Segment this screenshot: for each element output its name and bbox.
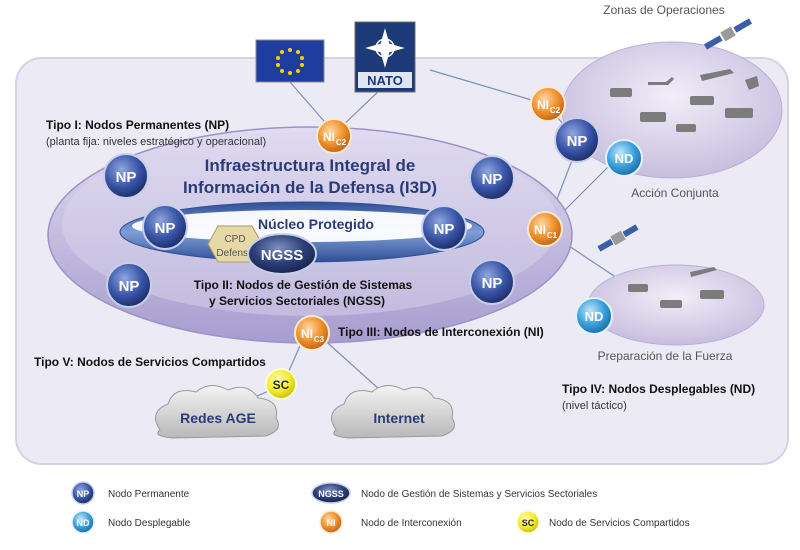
cloud-redes-age: Redes AGE — [155, 385, 279, 439]
np-label: NP — [116, 169, 137, 186]
tipo4-title: Tipo IV: Nodos Desplegables (ND) — [562, 382, 755, 396]
cpd-label-1: CPD — [224, 234, 245, 245]
ngss-label: NGSS — [261, 247, 304, 264]
ngss-node: NGSS — [247, 233, 317, 275]
nd-label: ND — [585, 309, 604, 324]
eu-flag — [255, 39, 325, 83]
np-node-5: NP — [106, 262, 152, 308]
cpd-label-2: Defensa — [216, 248, 254, 259]
np-label: NP — [434, 221, 455, 238]
ni-sub-c2: C2 — [336, 138, 347, 147]
ni-label: NI — [534, 223, 546, 237]
legend: NP Nodo Permanente ND Nodo Desplegable N… — [71, 481, 690, 534]
np-node-2: NP — [469, 155, 515, 201]
legend-item-np: NP Nodo Permanente — [71, 481, 190, 505]
ni-label: NI — [323, 130, 335, 144]
satellite-icon-top — [703, 18, 753, 50]
legend-item-nd: ND Nodo Desplegable — [71, 510, 191, 534]
ni-node-c2-top: NI C2 — [316, 118, 352, 154]
legend-np-text: Nodo Permanente — [108, 489, 190, 500]
nucleo-label: Núcleo Protegido — [258, 216, 374, 232]
nd-label: ND — [615, 151, 634, 166]
preparacion-label: Preparación de la Fuerza — [598, 349, 733, 363]
np-node-1: NP — [103, 153, 149, 199]
satellite-icon-mid — [597, 224, 639, 252]
legend-sc-badge: SC — [522, 518, 535, 528]
np-node-4: NP — [421, 205, 467, 251]
np-label: NP — [567, 133, 588, 150]
legend-ngss-text: Nodo de Gestión de Sistemas y Servicios … — [361, 489, 597, 500]
ni-sub-c2: C2 — [550, 106, 561, 115]
np-label: NP — [119, 278, 140, 295]
ni-sub-c1: C1 — [547, 231, 558, 240]
np-label: NP — [155, 220, 176, 237]
sc-node: SC — [265, 368, 297, 400]
accion-label: Acción Conjunta — [631, 186, 719, 200]
legend-ngss-badge: NGSS — [318, 489, 344, 499]
np-label: NP — [482, 171, 503, 188]
legend-item-sc: SC Nodo de Servicios Compartidos — [516, 510, 690, 534]
legend-item-ngss: NGSS Nodo de Gestión de Sistemas y Servi… — [311, 482, 597, 504]
ni-label: NI — [301, 327, 313, 341]
legend-nd-text: Nodo Desplegable — [108, 518, 191, 529]
tipo1-sub: (planta fija: niveles estratégico y oper… — [46, 136, 266, 148]
redes-label: Redes AGE — [180, 410, 256, 426]
tipo2-line1: Tipo II: Nodos de Gestión de Sistemas — [194, 278, 413, 292]
tipo4-sub: (nivel táctico) — [562, 400, 627, 412]
np-node-7: NP — [554, 117, 600, 163]
zona-preparacion: Preparación de la Fuerza — [587, 224, 765, 363]
legend-item-ni: NI Nodo de Interconexión — [319, 510, 462, 534]
legend-nd-badge: ND — [77, 518, 90, 528]
cloud-internet: Internet — [331, 385, 455, 439]
tipo1-title: Tipo I: Nodos Permanentes (NP) — [46, 118, 229, 132]
military-vehicles — [610, 69, 759, 132]
legend-sc-text: Nodo de Servicios Compartidos — [549, 518, 690, 529]
legend-ni-text: Nodo de Interconexión — [361, 518, 462, 529]
ni-node-c1: NI C1 — [527, 211, 563, 247]
np-node-6: NP — [469, 259, 515, 305]
legend-ni-badge: NI — [327, 518, 336, 528]
tipo2-line2: y Servicios Sectoriales (NGSS) — [209, 294, 385, 308]
nd-node-1: ND — [605, 139, 643, 177]
i3d-title-2: Información de la Defensa (I3D) — [183, 178, 437, 197]
nd-node-2: ND — [575, 297, 613, 335]
ni-node-c2-right: NI C2 — [530, 86, 566, 122]
np-label: NP — [482, 275, 503, 292]
nato-label: NATO — [367, 73, 403, 88]
ni-node-c3: NI C3 — [294, 315, 330, 351]
ni-label: NI — [537, 98, 549, 112]
sc-label: SC — [273, 378, 290, 392]
nato-logo: NATO — [354, 21, 416, 93]
tipo5-label: Tipo V: Nodos de Servicios Compartidos — [34, 355, 266, 369]
i3d-title-1: Infraestructura Integral de — [205, 156, 416, 175]
legend-np-badge: NP — [77, 489, 90, 499]
tipo3-label: Tipo III: Nodos de Interconexión (NI) — [338, 325, 544, 339]
internet-label: Internet — [373, 410, 425, 426]
zonas-label: Zonas de Operaciones — [603, 3, 724, 17]
np-node-3: NP — [142, 204, 188, 250]
ni-sub-c3: C3 — [314, 335, 325, 344]
